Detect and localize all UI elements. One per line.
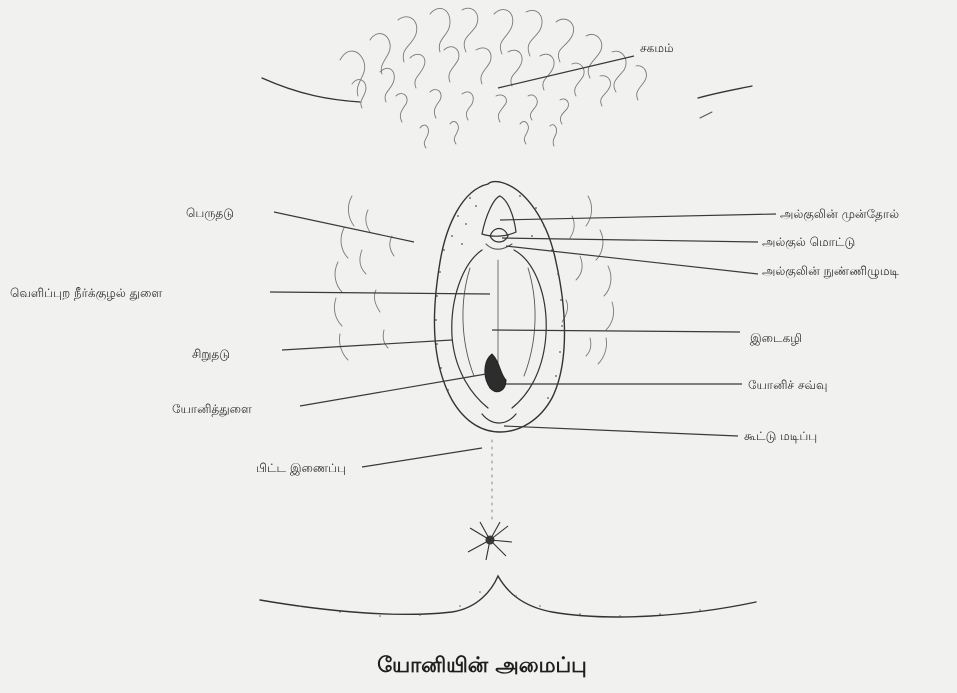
pubic-hair-region	[340, 8, 646, 148]
label-pitta-inaippu: பிட்ட இணைப்பு	[256, 461, 346, 476]
hymen	[485, 354, 506, 392]
illustration	[260, 8, 756, 617]
anus	[468, 522, 512, 560]
label-perudhadu: பெருதடு	[186, 206, 234, 221]
left-thigh-shading	[334, 196, 394, 360]
fourchette	[482, 414, 516, 423]
labia-minora-left	[452, 250, 488, 408]
right-thigh-shading	[562, 196, 614, 364]
clitoral-hood	[482, 196, 516, 236]
label-velippura-neerkuzhal-thulai: வெளிப்புற நீர்க்குழல் துளை	[10, 286, 162, 301]
label-alkul-nunnizhumadi: அல்குலின் நுண்ணிழுமடி	[762, 264, 900, 279]
label-sirudhadu: சிறுதடு	[192, 347, 230, 362]
label-kootu-madippu: கூட்டு மடிப்பு	[744, 429, 817, 443]
label-yoni-thulai: யோனித்துளை	[172, 402, 252, 417]
label-yoni-savvu: யோனிச் சவ்வு	[748, 378, 828, 392]
label-alkul-munthol: அல்குலின் முன்தோல்	[780, 207, 899, 222]
buttocks-outline	[260, 576, 756, 617]
label-alkul-mottu: அல்குல் மொட்டு	[762, 235, 855, 249]
diagram-caption: யோனியின் அமைப்பு	[377, 653, 587, 677]
label-sagamam: சகமம்	[640, 41, 674, 55]
label-idaikazhi: இடைகழி	[750, 331, 802, 346]
